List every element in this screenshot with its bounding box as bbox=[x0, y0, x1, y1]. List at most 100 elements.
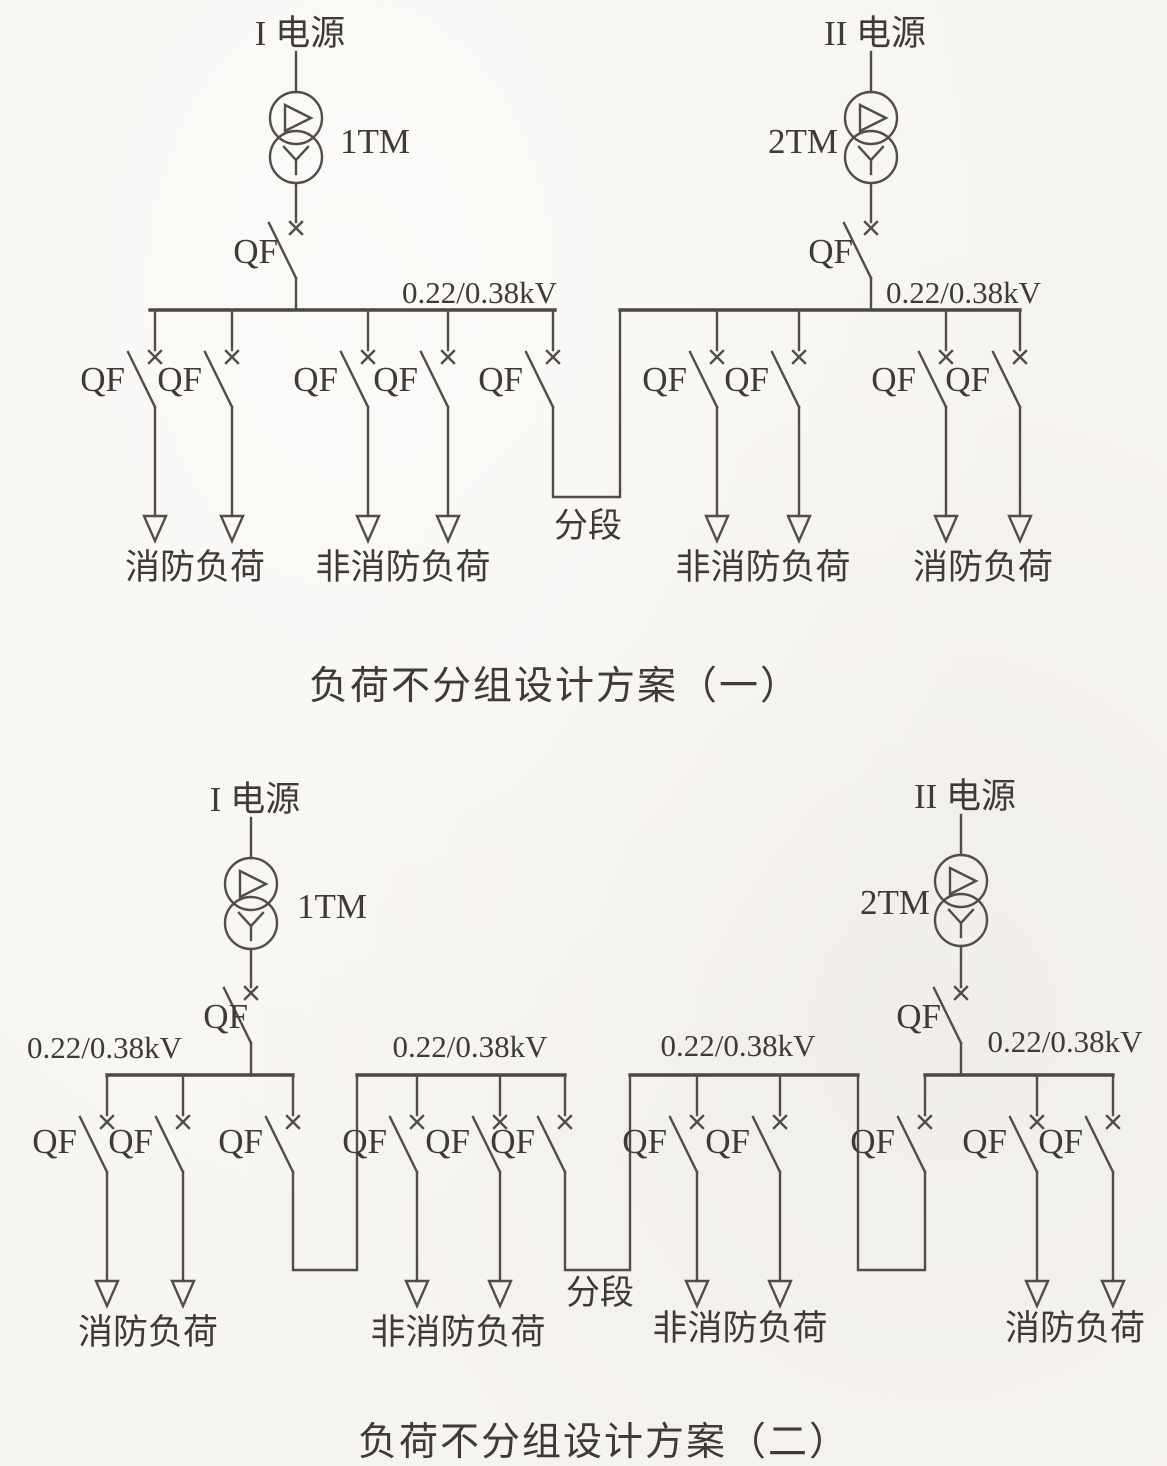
bus2-feeders: QF QF QF QF bbox=[642, 308, 1033, 543]
load-arrow-icon bbox=[933, 405, 959, 543]
load-arrow-icon bbox=[704, 405, 730, 543]
source-label: II 电源 bbox=[824, 14, 926, 53]
tie-breaker-icon bbox=[524, 308, 561, 409]
transformer-icon bbox=[223, 856, 279, 951]
tie-link-line bbox=[563, 1073, 632, 1272]
load-label: 非消防负荷 bbox=[675, 548, 850, 587]
breaker-label: QF bbox=[850, 1122, 895, 1161]
load-label: 消防负荷 bbox=[913, 548, 1053, 587]
tie-label: 分段 bbox=[566, 1274, 634, 1312]
breaker-label: QF bbox=[425, 1122, 470, 1161]
bus-tie-1: QF bbox=[218, 1073, 359, 1272]
breaker-label: QF bbox=[642, 360, 687, 399]
scheme-2: I 电源 1TM QF II 电源 2TM QF 0.22/0.38kV 0.2… bbox=[27, 777, 1145, 1464]
feeder-breaker-icon bbox=[203, 308, 240, 409]
breaker-label: QF bbox=[478, 360, 523, 399]
breaker-label: QF bbox=[293, 360, 338, 399]
transformer-icon bbox=[843, 90, 899, 185]
load-arrow-icon bbox=[355, 405, 381, 543]
breaker-label: QF bbox=[962, 1122, 1007, 1161]
breaker-label: QF bbox=[373, 360, 418, 399]
transformer-label: 2TM bbox=[860, 883, 930, 922]
tie-breaker-icon bbox=[264, 1073, 301, 1174]
source-1-incoming: I 电源 1TM QF bbox=[203, 780, 367, 1077]
busbar-voltage-label: 0.22/0.38kV bbox=[661, 1028, 817, 1063]
tie-link-line bbox=[291, 1073, 359, 1272]
breaker-label: QF bbox=[157, 360, 202, 399]
load-arrow-icon bbox=[767, 1170, 793, 1308]
bus-tie-3: QF bbox=[850, 1073, 933, 1272]
breaker-label: QF bbox=[32, 1122, 77, 1161]
load-label: 非消防负荷 bbox=[370, 1313, 545, 1352]
transformer-label: 2TM bbox=[768, 122, 838, 161]
breaker-label: QF bbox=[724, 360, 769, 399]
bus-tie-2: QF 分段 bbox=[490, 1073, 634, 1312]
breaker-label: QF bbox=[490, 1122, 535, 1161]
transformer-icon bbox=[268, 90, 324, 185]
busbar-voltage-label: 0.22/0.38kV bbox=[988, 1024, 1144, 1059]
load-arrow-icon bbox=[142, 405, 168, 543]
diagram-caption: 负荷不分组设计方案（二） bbox=[358, 1421, 850, 1464]
busbar-voltage-label: 0.22/0.38kV bbox=[886, 275, 1042, 310]
breaker-label: QF bbox=[342, 1122, 387, 1161]
breaker-label: QF bbox=[871, 360, 916, 399]
tie-breaker-icon bbox=[536, 1073, 573, 1174]
bus2-feeders: QF QF bbox=[342, 1073, 513, 1308]
load-label: 非消防负荷 bbox=[315, 548, 490, 587]
load-arrow-icon bbox=[684, 1170, 710, 1308]
source-label: II 电源 bbox=[914, 777, 1016, 816]
feeder-breaker-icon bbox=[1084, 1073, 1121, 1174]
scheme-1: I 电源 1TM QF 0.22/0.38kV II 电源 2TM QF 0.2… bbox=[80, 14, 1053, 708]
transformer-label: 1TM bbox=[340, 122, 410, 161]
feeder-breaker-icon bbox=[339, 308, 376, 409]
feeder-breaker-icon bbox=[154, 1073, 191, 1174]
busbar-voltage-label: 0.22/0.38kV bbox=[393, 1029, 549, 1064]
source-label: I 电源 bbox=[255, 14, 345, 53]
breaker-label: QF bbox=[705, 1122, 750, 1161]
source-1-incoming: I 电源 1TM QF 0.22/0.38kV bbox=[233, 14, 558, 312]
tie-link-line bbox=[856, 1073, 927, 1272]
load-arrow-icon bbox=[1007, 405, 1033, 543]
feeder-breaker-icon bbox=[688, 308, 725, 409]
bus1-feeders: QF QF QF QF bbox=[80, 308, 461, 543]
tie-label: 分段 bbox=[554, 507, 622, 545]
busbar-voltage-label: 0.22/0.38kV bbox=[402, 275, 558, 310]
bus4-feeders: QF QF bbox=[962, 1073, 1126, 1308]
load-arrow-icon bbox=[170, 1170, 196, 1308]
tie-breaker-icon bbox=[896, 1073, 933, 1174]
breaker-label: QF bbox=[218, 1122, 263, 1161]
source-2-incoming: II 电源 2TM QF 0.22/0.38kV bbox=[768, 14, 1042, 312]
feeder-breaker-icon bbox=[751, 1073, 788, 1174]
load-label: 消防负荷 bbox=[125, 548, 265, 587]
load-arrow-icon bbox=[1024, 1170, 1050, 1308]
load-arrow-icon bbox=[487, 1170, 513, 1308]
bus1-feeders: QF QF bbox=[32, 1073, 196, 1308]
tie-link-line bbox=[551, 308, 622, 499]
breaker-label: QF bbox=[896, 997, 941, 1036]
load-label: 消防负荷 bbox=[1005, 1309, 1145, 1348]
breaker-label: QF bbox=[108, 1122, 153, 1161]
bus3-feeders: QF QF bbox=[622, 1073, 793, 1308]
breaker-label: QF bbox=[203, 997, 248, 1036]
transformer-icon bbox=[933, 853, 989, 948]
load-arrow-icon bbox=[435, 405, 461, 543]
breaker-label: QF bbox=[945, 360, 990, 399]
breaker-label: QF bbox=[808, 232, 853, 271]
diagram-caption: 负荷不分组设计方案（一） bbox=[309, 665, 801, 708]
load-label: 非消防负荷 bbox=[652, 1309, 827, 1348]
load-arrow-icon bbox=[786, 405, 812, 543]
busbar-voltage-label: 0.22/0.38kV bbox=[27, 1030, 183, 1065]
breaker-label: QF bbox=[622, 1122, 667, 1161]
load-label: 消防负荷 bbox=[78, 1313, 218, 1352]
feeder-breaker-icon bbox=[126, 308, 163, 409]
feeder-breaker-icon bbox=[770, 308, 807, 409]
breaker-label: QF bbox=[1038, 1122, 1083, 1161]
source-2-incoming: II 电源 2TM QF bbox=[860, 777, 1016, 1077]
feeder-breaker-icon bbox=[991, 308, 1028, 409]
feeder-breaker-icon bbox=[388, 1073, 425, 1174]
transformer-label: 1TM bbox=[297, 887, 367, 926]
breaker-label: QF bbox=[233, 232, 278, 271]
source-label: I 电源 bbox=[210, 780, 300, 819]
